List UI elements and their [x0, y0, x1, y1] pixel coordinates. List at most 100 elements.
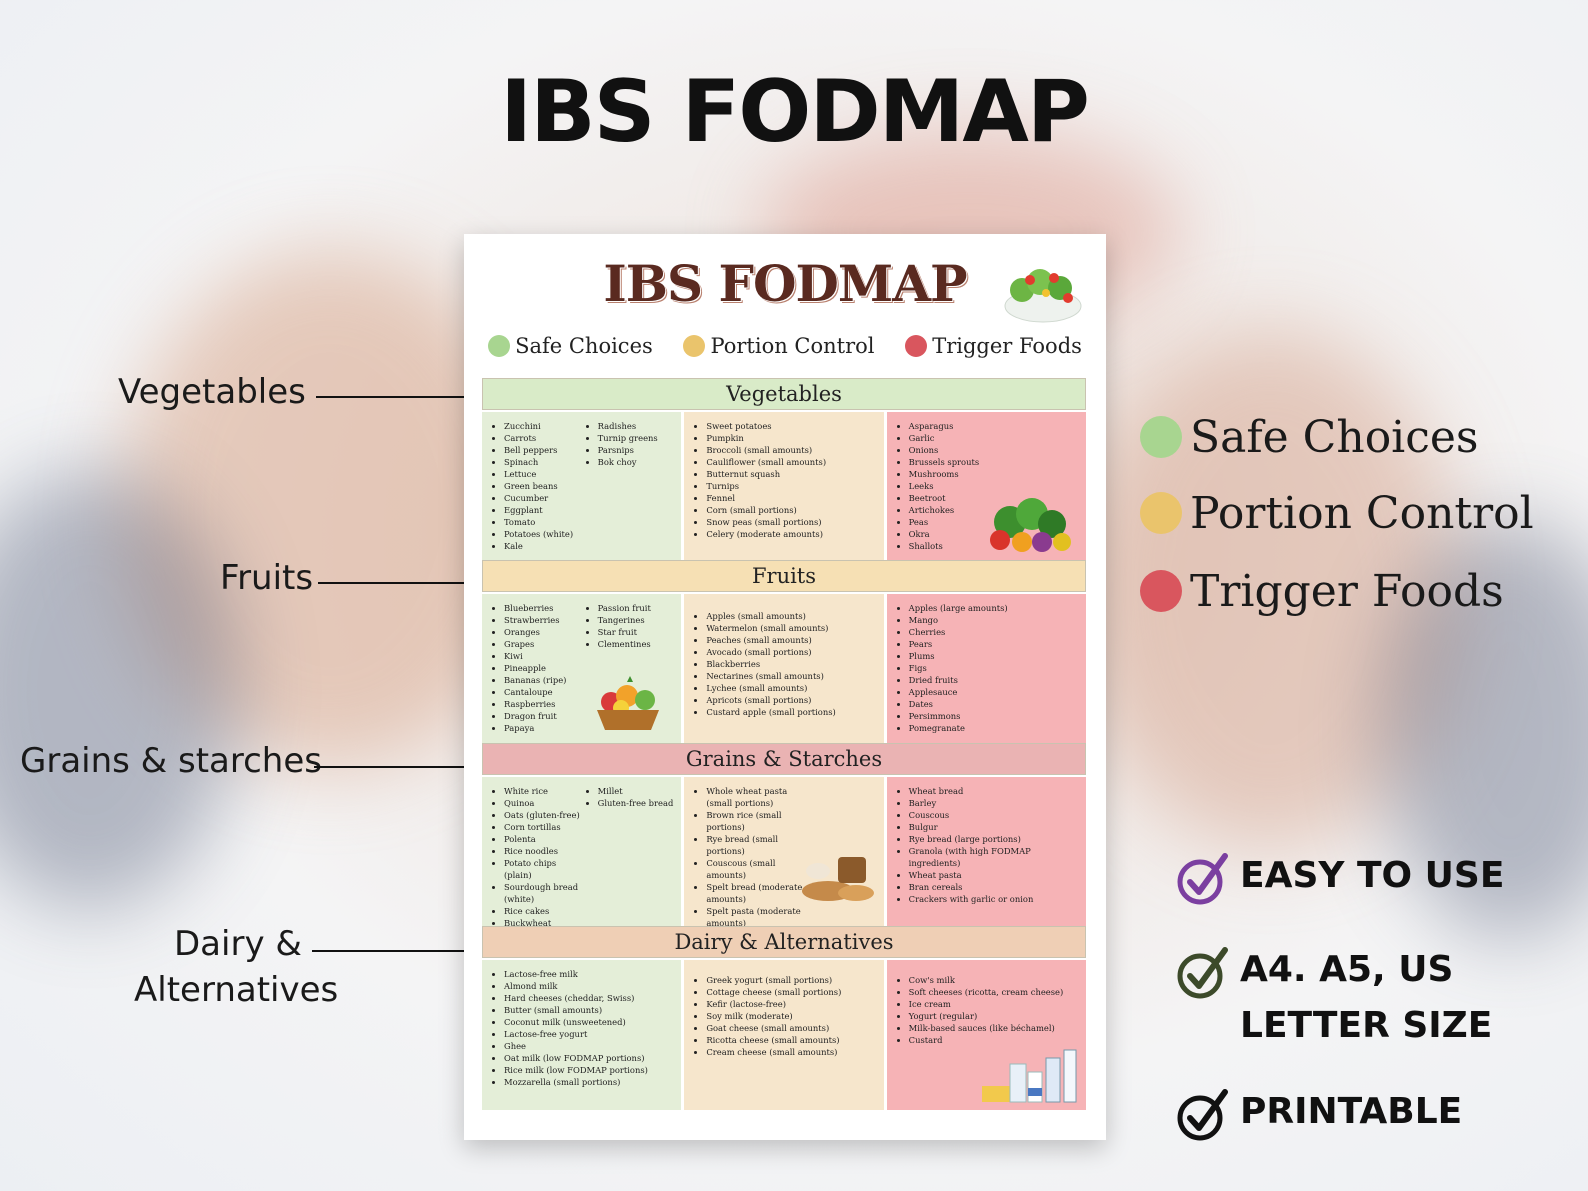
- fodmap-poster: IBS FODMAP Safe Choices Portion Control …: [464, 234, 1106, 1140]
- trigger-column: Cow's milkSoft cheeses (ricotta, cream c…: [886, 960, 1086, 1110]
- list-item: Almond milk: [504, 980, 675, 992]
- list-item: Potatoes (white): [504, 528, 582, 540]
- right-legend-portion-label: Portion Control: [1190, 488, 1534, 539]
- list-item: Grapes: [504, 638, 582, 650]
- list-item: Dried fruits: [909, 674, 1080, 686]
- list-item: Star fruit: [598, 626, 676, 638]
- list-item: Lychee (small amounts): [706, 682, 877, 694]
- list-item: Bell peppers: [504, 444, 582, 456]
- list-item: Papaya: [504, 722, 582, 734]
- list-item: Cow's milk: [909, 974, 1080, 986]
- list-item: Cream cheese (small amounts): [706, 1046, 877, 1058]
- right-legend-portion: Portion Control: [1140, 488, 1534, 539]
- safe-list: BlueberriesStrawberriesOrangesGrapesKiwi…: [488, 602, 582, 740]
- list-item: Sweet potatoes: [706, 420, 877, 432]
- list-item: Wheat pasta: [909, 869, 1080, 881]
- list-item: Mozzarella (small portions): [504, 1076, 675, 1088]
- list-item: Gluten-free bread: [598, 797, 676, 809]
- list-item: Millet: [598, 785, 676, 797]
- list-item: Artichokes: [909, 504, 1080, 516]
- trigger-list: Wheat breadBarleyCouscousBulgurRye bread…: [893, 785, 1080, 905]
- list-item: Bananas (ripe): [504, 674, 582, 686]
- list-item: Zucchini: [504, 420, 582, 432]
- list-item: Quinoa: [504, 797, 582, 809]
- feature-printable: PRINTABLE: [1240, 1091, 1463, 1132]
- trigger-column: AsparagusGarlicOnionsBrussels sproutsMus…: [886, 412, 1086, 562]
- list-item: Radishes: [598, 420, 676, 432]
- list-item: Ricotta cheese (small amounts): [706, 1034, 877, 1046]
- list-item: Goat cheese (small amounts): [706, 1022, 877, 1034]
- list-item: Rye bread (small portions): [706, 833, 806, 857]
- list-item: Pomegranate: [909, 722, 1080, 734]
- list-item: Pears: [909, 638, 1080, 650]
- portion-column: Sweet potatoesPumpkinBroccoli (small amo…: [684, 412, 884, 562]
- section-grains: Grains & Starches White riceQuinoaOats (…: [482, 743, 1086, 927]
- list-item: Garlic: [909, 432, 1080, 444]
- portion-dot-icon: [1140, 492, 1182, 534]
- portion-list: Whole wheat pasta (small portions)Brown …: [690, 785, 806, 927]
- list-item: Spinach: [504, 456, 582, 468]
- list-item: Figs: [909, 662, 1080, 674]
- list-item: Brown rice (small portions): [706, 809, 806, 833]
- legend-safe-label: Safe Choices: [515, 334, 653, 358]
- list-item: Sourdough bread (white): [504, 881, 582, 905]
- portion-list: Greek yogurt (small portions)Cottage che…: [690, 974, 877, 1058]
- list-item: Crackers with garlic or onion: [909, 893, 1080, 905]
- right-legend-safe: Safe Choices: [1140, 412, 1479, 463]
- feature-size-line-1: A4. A5, US: [1240, 949, 1454, 990]
- list-item: Rice milk (low FODMAP portions): [504, 1064, 675, 1076]
- salad-bowl-icon: [1004, 269, 1082, 323]
- safe-dot-icon: [488, 335, 511, 357]
- list-item: Mango: [909, 614, 1080, 626]
- safe-column: Lactose-free milkAlmond milkHard cheeses…: [482, 960, 682, 1110]
- list-item: Nectarines (small amounts): [706, 670, 877, 682]
- list-item: Cherries: [909, 626, 1080, 638]
- list-item: Bran cereals: [909, 881, 1080, 893]
- list-item: Coconut milk (unsweetened): [504, 1016, 675, 1028]
- list-item: Turnips: [706, 480, 877, 492]
- section-header: Vegetables: [482, 378, 1086, 410]
- list-item: Asparagus: [909, 420, 1080, 432]
- list-item: Avocado (small portions): [706, 646, 877, 658]
- section-dairy: Dairy & Alternatives Lactose-free milkAl…: [482, 926, 1086, 1110]
- list-item: Blackberries: [706, 658, 877, 670]
- portion-column: Greek yogurt (small portions)Cottage che…: [684, 960, 884, 1110]
- list-item: Clementines: [598, 638, 676, 650]
- legend-safe: Safe Choices: [488, 334, 653, 358]
- annotation-dairy: Dairy &: [174, 924, 302, 964]
- list-item: Polenta: [504, 833, 582, 845]
- list-item: Strawberries: [504, 614, 582, 626]
- list-item: Cauliflower (small amounts): [706, 456, 877, 468]
- list-item: Granola (with high FODMAP ingredients): [909, 845, 1080, 869]
- list-item: Dates: [909, 698, 1080, 710]
- list-item: Dragon fruit: [504, 710, 582, 722]
- safe-list: White riceQuinoaOats (gluten-free)Corn t…: [488, 785, 582, 927]
- list-item: Onions: [909, 444, 1080, 456]
- annotation-fruits: Fruits: [220, 558, 314, 598]
- safe-dot-icon: [1140, 416, 1182, 458]
- portion-column: Whole wheat pasta (small portions)Brown …: [684, 777, 884, 927]
- list-item: Apples (large amounts): [909, 602, 1080, 614]
- trigger-column: Apples (large amounts)MangoCherriesPears…: [886, 594, 1086, 744]
- safe-column: BlueberriesStrawberriesOrangesGrapesKiwi…: [482, 594, 682, 744]
- list-item: Fennel: [706, 492, 877, 504]
- list-item: Potato chips (plain): [504, 857, 582, 881]
- list-item: Carrots: [504, 432, 582, 444]
- trigger-list: Apples (large amounts)MangoCherriesPears…: [893, 602, 1080, 734]
- list-item: Cantaloupe: [504, 686, 582, 698]
- list-item: Tangerines: [598, 614, 676, 626]
- list-item: Lactose-free milk: [504, 968, 675, 980]
- list-item: Apples (small amounts): [706, 610, 877, 622]
- poster-title: IBS FODMAP: [603, 254, 967, 313]
- list-item: Eggplant: [504, 504, 582, 516]
- list-item: Custard: [909, 1034, 1080, 1046]
- list-item: Shallots: [909, 540, 1080, 552]
- background-sleeve-left: [0, 470, 240, 910]
- list-item: Kefir (lactose-free): [706, 998, 877, 1010]
- list-item: Turnip greens: [598, 432, 676, 444]
- list-item: Milk-based sauces (like béchamel): [909, 1022, 1080, 1034]
- trigger-list: AsparagusGarlicOnionsBrussels sproutsMus…: [893, 420, 1080, 552]
- list-item: Kiwi: [504, 650, 582, 662]
- list-item: Greek yogurt (small portions): [706, 974, 877, 986]
- vegetables-pile-icon: [989, 498, 1071, 552]
